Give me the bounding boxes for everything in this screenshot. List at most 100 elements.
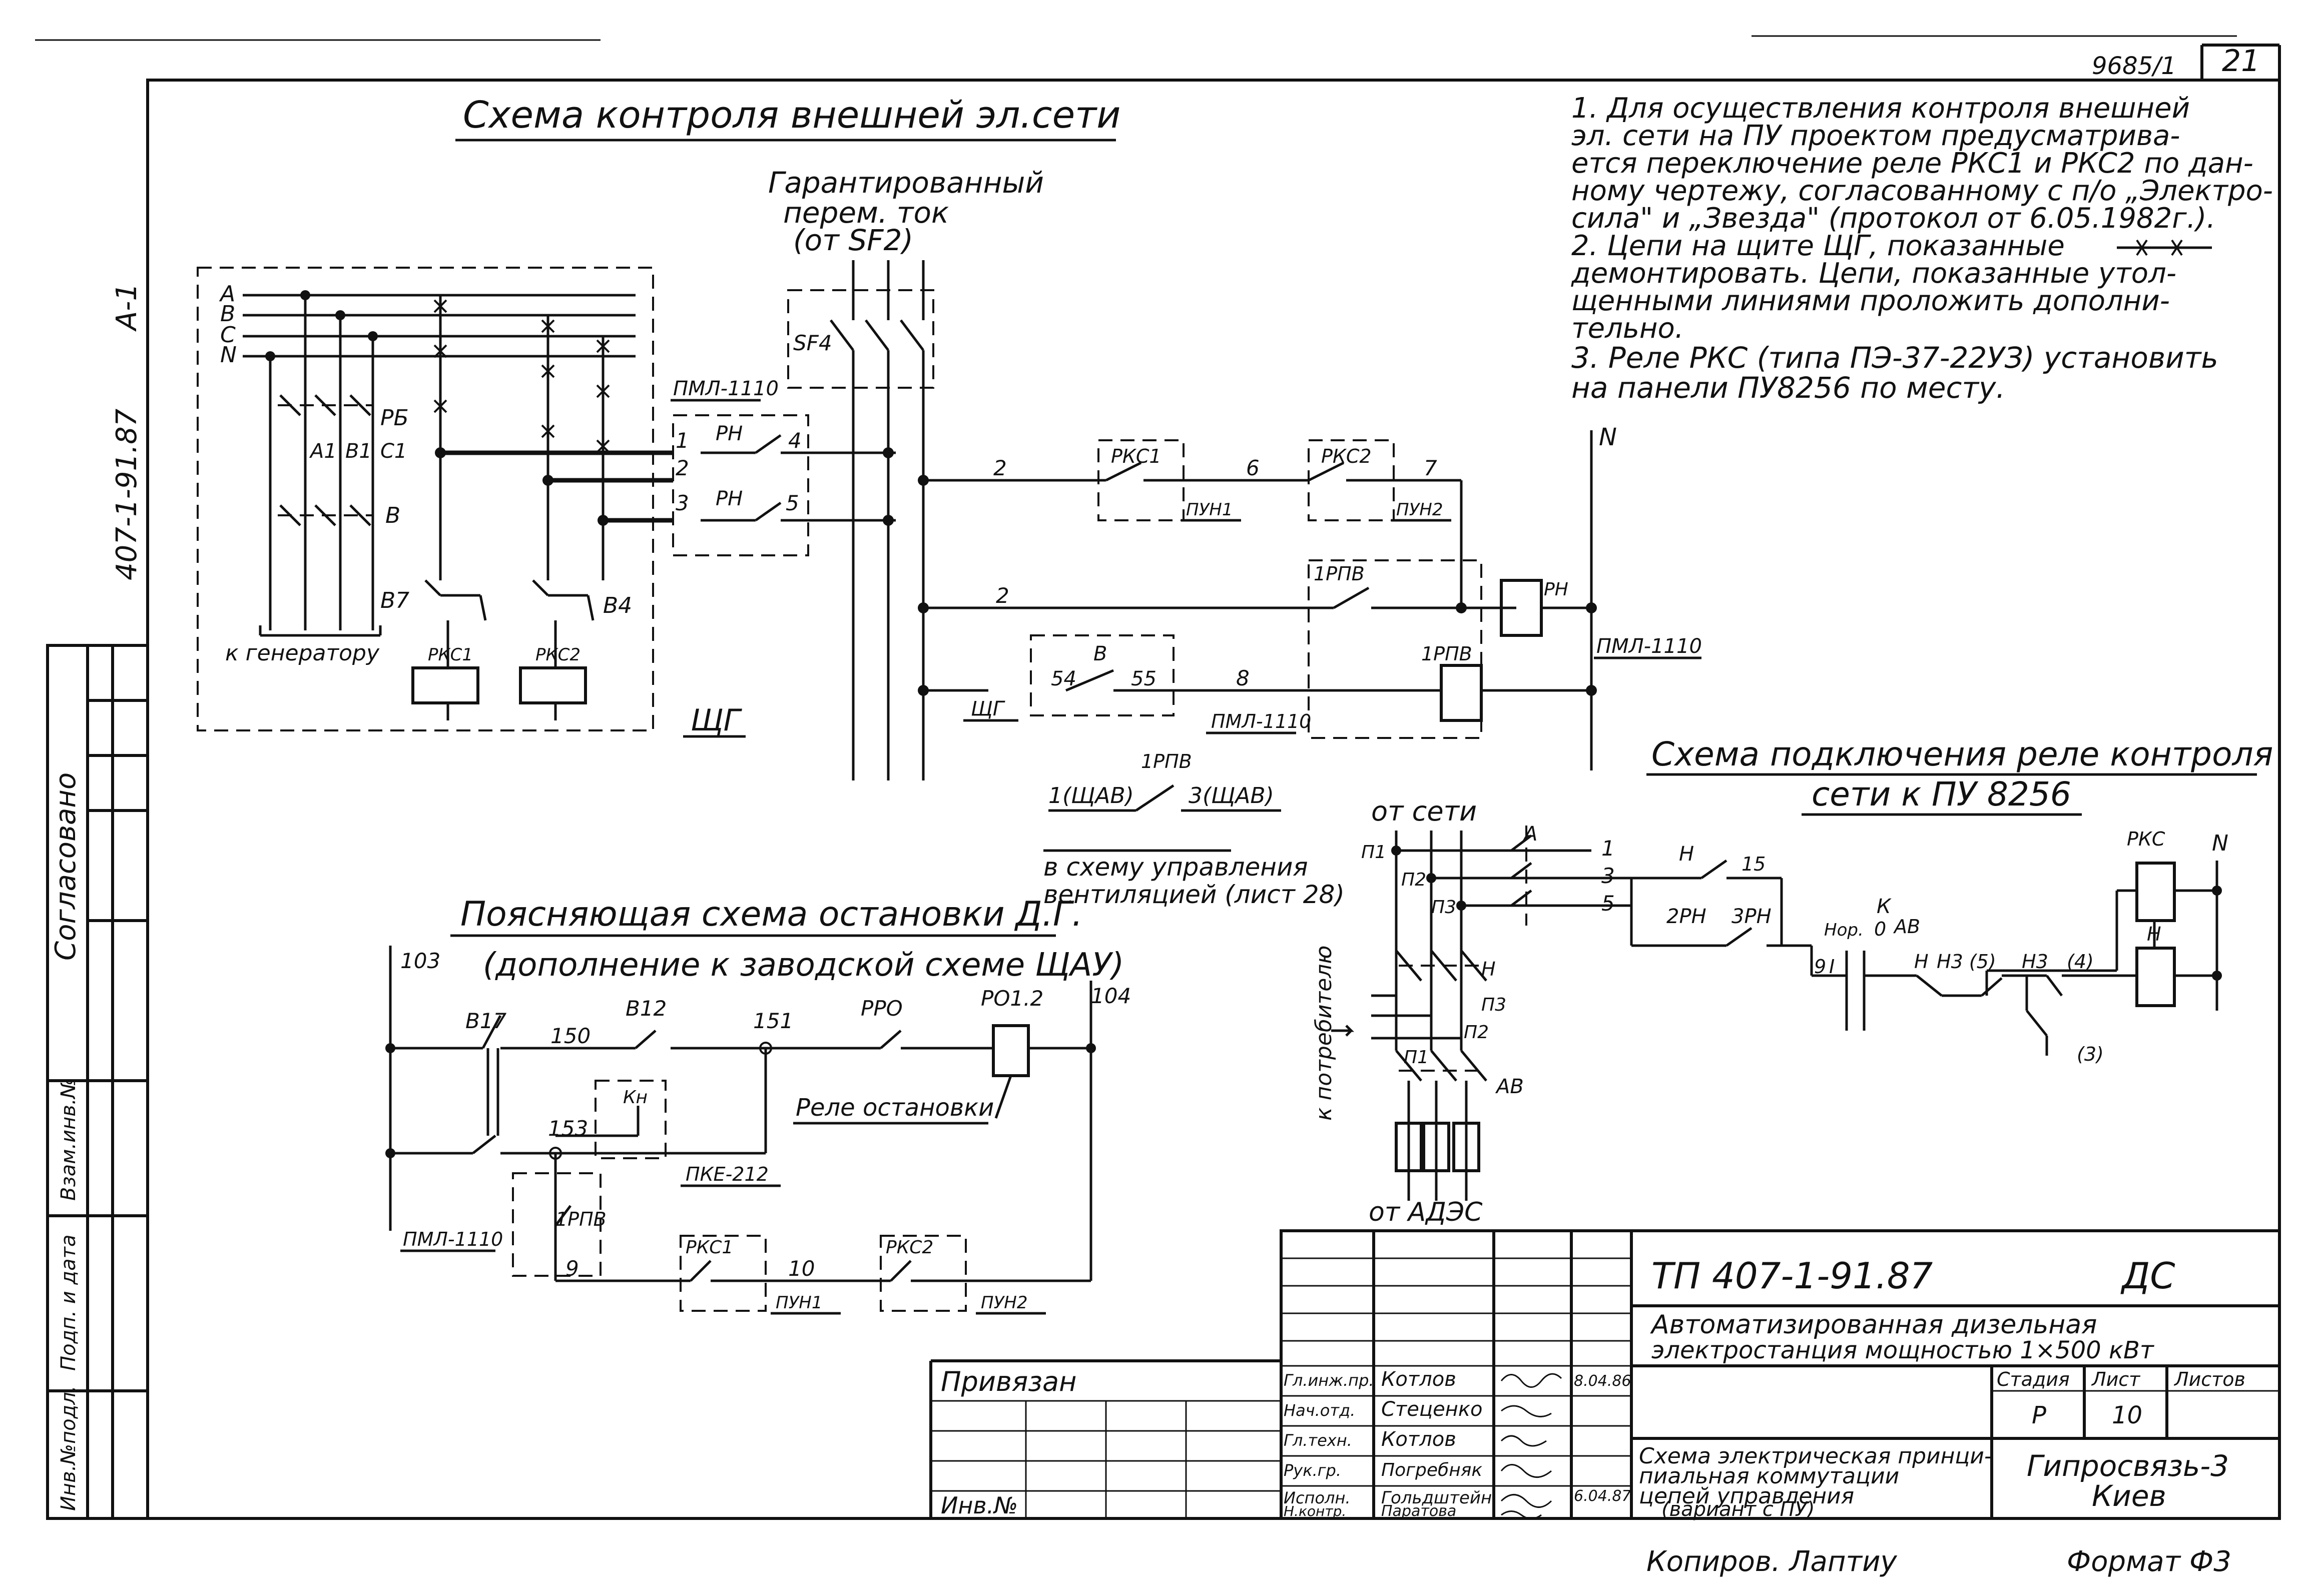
conn-rn3: 3РН (1731, 905, 1772, 928)
conn-n9: 9 (1814, 956, 1826, 978)
pke-label: ПКЕ-212 (686, 1163, 769, 1185)
desc-line2: электростанция мощностью 1×500 кВт (1651, 1336, 2155, 1364)
connect-title-line1: Схема подключения реле контроля (1651, 735, 2273, 773)
pn-contacts (701, 434, 896, 522)
project-code: ТП 407-1-91.87 (1651, 1255, 1933, 1297)
b-box-label: В (1093, 642, 1107, 665)
n153-label: 153 (548, 1116, 588, 1141)
format-label: Формат Ф3 (2067, 1545, 2231, 1578)
org-line1: Гипросвязь-3 (2027, 1449, 2229, 1483)
conn-h2: Н (1679, 843, 1694, 866)
name-3: Погребняк (1381, 1460, 1482, 1480)
stop-pyn2-label: ПУН2 (981, 1293, 1027, 1313)
conn-roman1: I (1829, 956, 1835, 978)
relay-coils-pkc (411, 579, 595, 720)
conn-p1a: П1 (1361, 842, 1386, 863)
wire-3: 3 (676, 491, 689, 515)
av-breaker-fuses (1331, 950, 1487, 1201)
name-4: Гольдштейн (1381, 1488, 1492, 1508)
conn-p1b: П1 (1404, 1047, 1429, 1068)
conn-h: Н (1481, 958, 1496, 980)
pyn1-label: ПУН1 (1186, 500, 1233, 520)
name-1: Стеценко (1381, 1398, 1482, 1421)
x-marks (433, 299, 610, 453)
stop-pyn1-label: ПУН1 (776, 1293, 822, 1313)
rpv-vent-note1: в схему управления (1043, 853, 1308, 882)
name-0: Котлов (1381, 1368, 1456, 1391)
wire-4: 4 (788, 428, 802, 453)
bus-a-label: A (219, 281, 235, 307)
sign-date-label: Подп. и дата (57, 1235, 80, 1371)
title-block-grid (929, 1229, 2281, 1520)
role-3: Рук.гр. (1284, 1461, 1341, 1480)
note-line-10: на панели ПУ8256 по месту. (1571, 371, 2005, 405)
conn-h3: Н (1914, 951, 1929, 973)
stage-value: Р (2032, 1401, 2046, 1429)
pml-h10-label: ПМЛ-1110 (1211, 710, 1311, 732)
panel-shg-label: ЩГ (691, 703, 743, 738)
pml-contact-box (672, 414, 809, 556)
guaranteed-line3: (от SF2) (793, 223, 913, 257)
conn-a: А (1522, 823, 1537, 846)
connect-wiring (1391, 826, 2222, 1056)
stop-scheme-title: Поясняющая схема остановки Д.Г. (460, 895, 1082, 934)
to-consumer-label: к потребителю (1311, 946, 1337, 1121)
stop-scheme-subtitle: (дополнение к заводской схеме ЩАУ) (483, 947, 1124, 984)
note-line-8: тельно. (1571, 312, 1684, 345)
guaranteed-line2: перем. ток (783, 196, 949, 230)
stop-relay-label: Реле остановки (796, 1094, 994, 1122)
wire-7: 7 (1424, 456, 1437, 480)
relay-pkc2-label: РКС2 (535, 645, 581, 665)
scheme-line4: (вариант с ПУ) (1661, 1498, 1815, 1521)
conn-n3b: (3) (2077, 1043, 2104, 1065)
guaranteed-line1: Гарантированный (768, 166, 1044, 200)
note-line-5: 2. Цепи на щите ЩГ, показанные (1571, 230, 2065, 262)
stop-rpv-label: 1РПВ (555, 1208, 607, 1230)
note-line-1: эл. сети на ПУ проектом предусматрива- (1571, 120, 2180, 152)
note-line-9: 3. Реле РКС (типа ПЭ-37-22УЗ) установить (1571, 341, 2218, 375)
rpv-vent-left: 1(ЩАВ) (1048, 783, 1134, 809)
note-line-3: ному чертежу, согласованному с п/о „Элек… (1571, 175, 2273, 207)
ppo-label: РРО (861, 996, 903, 1021)
conn-p2b: П2 (1464, 1022, 1489, 1043)
rpv-label-top: 1РПВ (1314, 563, 1365, 585)
note-line-0: 1. Для осуществления контроля внешней (1571, 92, 2190, 125)
name-5: Паратова (1381, 1502, 1456, 1520)
conn-n15: 15 (1742, 853, 1766, 875)
date-2: 6.04.87 (1574, 1487, 1631, 1505)
wire-6: 6 (1246, 456, 1260, 480)
conn-p3b: П3 (1481, 995, 1506, 1015)
stop-n10-label: 10 (788, 1256, 815, 1281)
side-code-suffix: А-1 (111, 283, 143, 332)
desc-line1: Автоматизированная дизельная (1650, 1310, 2097, 1340)
stop-scheme-wiring (385, 946, 1096, 1282)
breaker-b-label: В (385, 503, 400, 528)
rpv-vent-right: 3(ЩАВ) (1189, 783, 1274, 809)
conn-ab: АВ (1495, 1075, 1524, 1098)
pkc2-contact-label: РКС2 (1321, 445, 1372, 467)
scheme-line2: пиальная коммутации (1639, 1463, 1899, 1489)
note-crossed-line-symbol (2117, 239, 2212, 256)
stop-pml-label: ПМЛ-1110 (403, 1228, 503, 1250)
relay-pkc1-label: РКС1 (428, 645, 473, 665)
pn-contact-1: РН (716, 422, 743, 445)
node-103: 103 (400, 949, 440, 973)
kn-box (595, 1080, 667, 1159)
generator-breakers (265, 290, 378, 630)
conn-h-coil: Н (2147, 923, 2161, 945)
conn-p3a: П3 (1431, 897, 1456, 918)
phase-a1-label: А1 (309, 440, 337, 463)
note-line-4: сила" и „Звезда" (протокол от 6.05.1982г… (1571, 202, 2215, 235)
bound-label: Привязан (941, 1366, 1076, 1397)
stop-pkc1-label: РКС1 (686, 1237, 733, 1258)
bus-c-label: C (220, 322, 236, 348)
rpv-vent-note2: вентиляцией (лист 28) (1043, 880, 1345, 909)
stop-n9-label: 9 (565, 1256, 579, 1281)
name-2: Котлов (1381, 1428, 1456, 1451)
conn-pkc: РКС (2127, 828, 2165, 850)
breaker-b7-label: В7 (380, 588, 409, 613)
stop-pkc2-label: РКС2 (886, 1237, 933, 1258)
conn-ab2: АВ (1893, 916, 1920, 938)
doc-type: ДС (2120, 1255, 2175, 1297)
wire-2c: 2 (996, 583, 1009, 608)
